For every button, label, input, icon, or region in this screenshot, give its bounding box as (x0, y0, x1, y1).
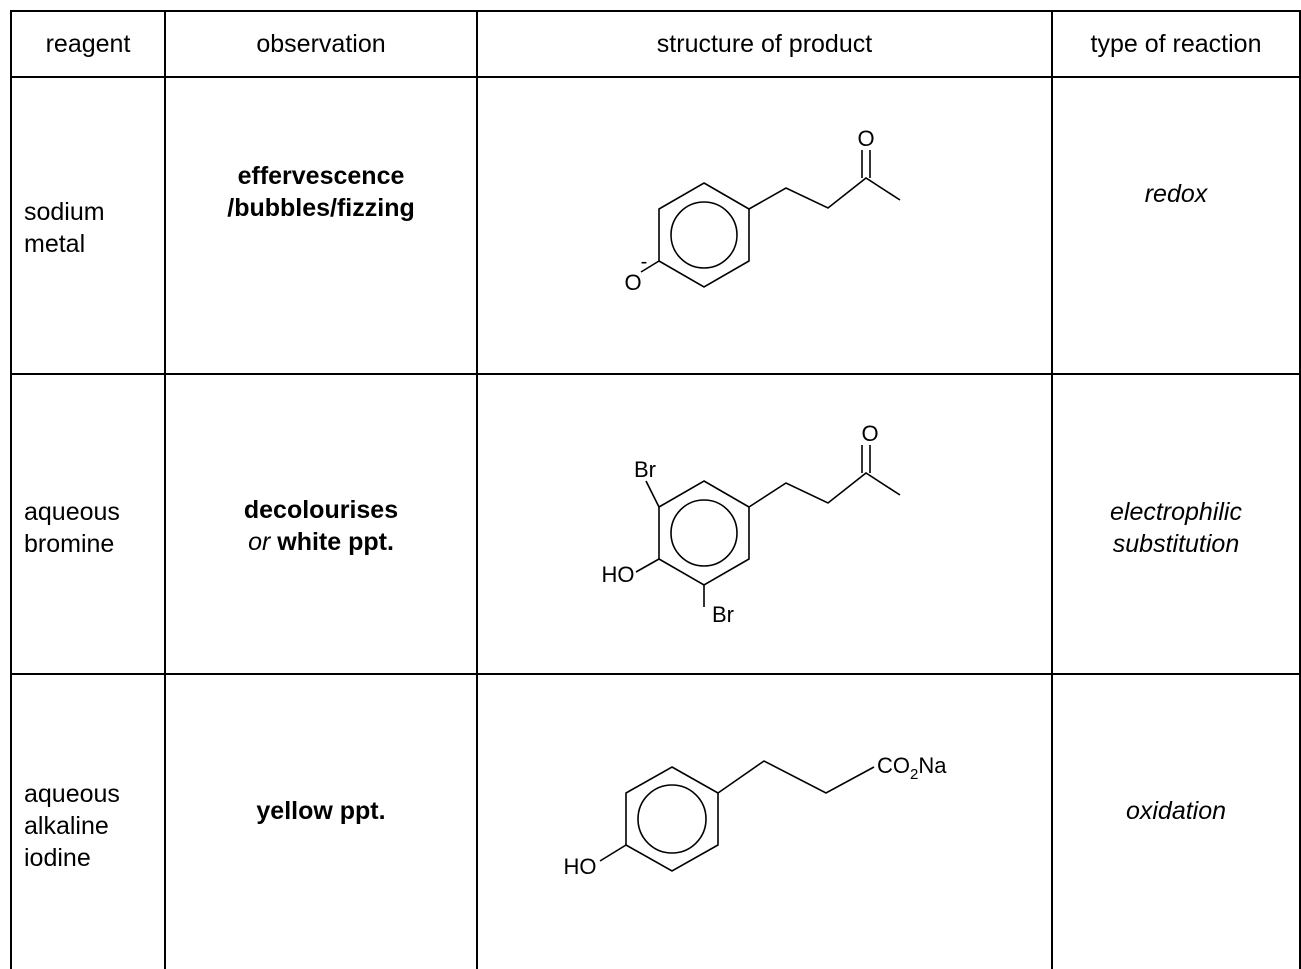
row2-observation-line2-wrap: or white ppt. (166, 526, 476, 558)
row2-structure: O Br HO Br (602, 421, 901, 627)
phenoxide-oxygen-label: O (624, 270, 641, 295)
benzene-ring (625, 766, 719, 872)
column-divider-1 (164, 10, 166, 969)
row1-reagent-line1: sodium (24, 198, 105, 226)
row3-type-line1: oxidation (1125, 797, 1227, 825)
row1-observation-line2: /bubbles/fizzing (227, 194, 415, 222)
benzene-ring (658, 480, 750, 586)
row1-observation: effervescence /bubbles/fizzing (166, 160, 476, 224)
row2-reagent-line1: aqueous (24, 498, 120, 526)
phenoxide-bond (640, 260, 660, 273)
row1-reagent: sodium metal (24, 196, 105, 260)
bromine-bottom-label: Br (712, 602, 734, 627)
row-divider-2 (10, 673, 1301, 675)
table-border-top (10, 10, 1301, 12)
row3-reagent-line2: alkaline (24, 812, 109, 840)
br-top-bond (645, 480, 660, 508)
carbonyl-oxygen-label: O (861, 421, 878, 446)
carboxylate-na: Na (918, 753, 947, 778)
hydroxyl-bond (599, 844, 627, 862)
row-divider-1 (10, 373, 1301, 375)
row1-type: redox (1053, 178, 1299, 210)
side-chain (748, 177, 901, 210)
row3-observation: yellow ppt. (166, 795, 476, 827)
benzene-ring (658, 182, 750, 288)
row1-type-line1: redox (1144, 180, 1208, 208)
row2-reagent: aqueous bromine (24, 496, 120, 560)
table-border-left (10, 10, 12, 969)
row3-reagent-line3: iodine (24, 844, 91, 872)
row2-observation-line2: white ppt. (277, 528, 394, 556)
column-divider-2 (476, 10, 478, 969)
row3-type: oxidation (1053, 795, 1299, 827)
table-border-right (1299, 10, 1301, 969)
carboxylate-co: CO (877, 753, 910, 778)
side-chain (717, 760, 875, 794)
row2-type-line2: substitution (1112, 530, 1240, 558)
side-chain (748, 472, 901, 508)
carbonyl-oxygen-label: O (857, 126, 874, 151)
row3-reagent-line1: aqueous (24, 780, 120, 808)
header-type: type of reaction (1090, 30, 1262, 58)
row2-observation-line1: decolourises (243, 496, 399, 524)
hydroxyl-label: HO (564, 854, 597, 879)
carboxylate-subscript: 2 (910, 766, 918, 783)
row3-reagent: aqueous alkaline iodine (24, 778, 120, 874)
row-divider-header (10, 76, 1301, 78)
row2-type-line1: electrophilic (1109, 498, 1242, 526)
header-observation: observation (256, 30, 386, 58)
row1-observation-line1: effervescence (237, 162, 405, 190)
row1-structure: O O - (624, 126, 901, 295)
row1-reagent-line2: metal (24, 230, 86, 258)
row2-observation: decolourises or white ppt. (166, 494, 476, 558)
column-divider-3 (1051, 10, 1053, 969)
row2-type: electrophilic substitution (1053, 496, 1299, 560)
bromine-top-label: Br (634, 457, 656, 482)
row2-observation-or: or (248, 528, 271, 556)
carboxylate-label: CO2Na (877, 753, 947, 783)
row2-reagent-line2: bromine (24, 530, 115, 558)
header-reagent: reagent (45, 30, 131, 58)
hydroxyl-bond (635, 558, 660, 573)
hydroxyl-label: HO (602, 562, 635, 587)
charge-label: - (641, 251, 648, 273)
header-structure: structure of product (656, 30, 873, 58)
row3-observation-line1: yellow ppt. (256, 797, 386, 825)
row3-structure: CO2Na HO (564, 753, 948, 879)
